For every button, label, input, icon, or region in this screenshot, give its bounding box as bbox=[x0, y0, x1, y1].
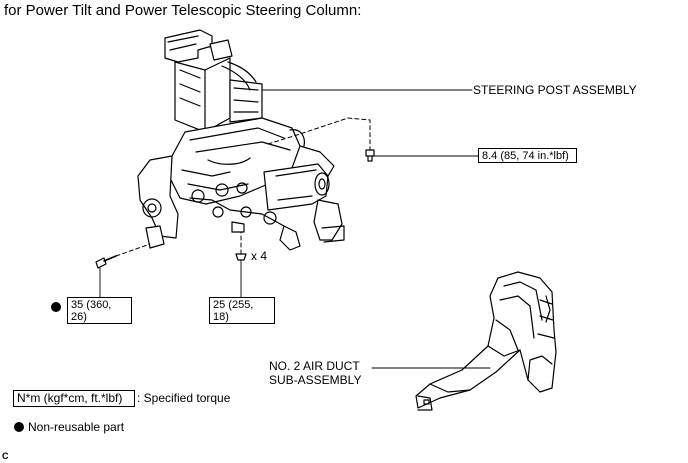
legend-non-reusable-dot bbox=[14, 422, 24, 432]
nut-middle bbox=[235, 253, 247, 261]
bolt-dashed-leader-right bbox=[267, 117, 371, 151]
legend-non-reusable: Non-reusable part bbox=[28, 420, 125, 434]
bolt-top-right bbox=[365, 149, 375, 162]
bolt-dashed-leader-left bbox=[115, 243, 151, 257]
label-steering-post-assembly: STEERING POST ASSEMBLY bbox=[473, 83, 637, 97]
torque-left-line2: 26) bbox=[71, 311, 87, 323]
non-reusable-marker-left bbox=[51, 302, 61, 312]
torque-box-left: 35 (360, 26) bbox=[67, 297, 132, 324]
steering-post-assembly-drawing bbox=[137, 29, 345, 251]
legend-specified-torque: : Specified torque bbox=[137, 391, 231, 405]
torque-middle-line2: 18) bbox=[213, 311, 229, 323]
bolt-left bbox=[95, 255, 117, 269]
label-air-duct-line2: SUB-ASSEMBLY bbox=[269, 373, 362, 387]
corner-code: C bbox=[2, 451, 9, 461]
torque-box-middle: 25 (255, 18) bbox=[209, 297, 275, 324]
torque-box-top-right: 8.4 (85, 74 in.*lbf) bbox=[478, 148, 577, 163]
torque-left-line1: 35 (360, bbox=[71, 299, 112, 311]
legend-unit-box: N*m (kgf*cm, ft.*lbf) bbox=[13, 390, 135, 407]
air-duct-drawing bbox=[415, 271, 557, 411]
label-air-duct-line1: NO. 2 AIR DUCT bbox=[269, 359, 360, 373]
page-title: for Power Tilt and Power Telescopic Stee… bbox=[4, 2, 362, 19]
torque-middle-line1: 25 (255, bbox=[213, 299, 254, 311]
quantity-label: x 4 bbox=[251, 249, 268, 263]
